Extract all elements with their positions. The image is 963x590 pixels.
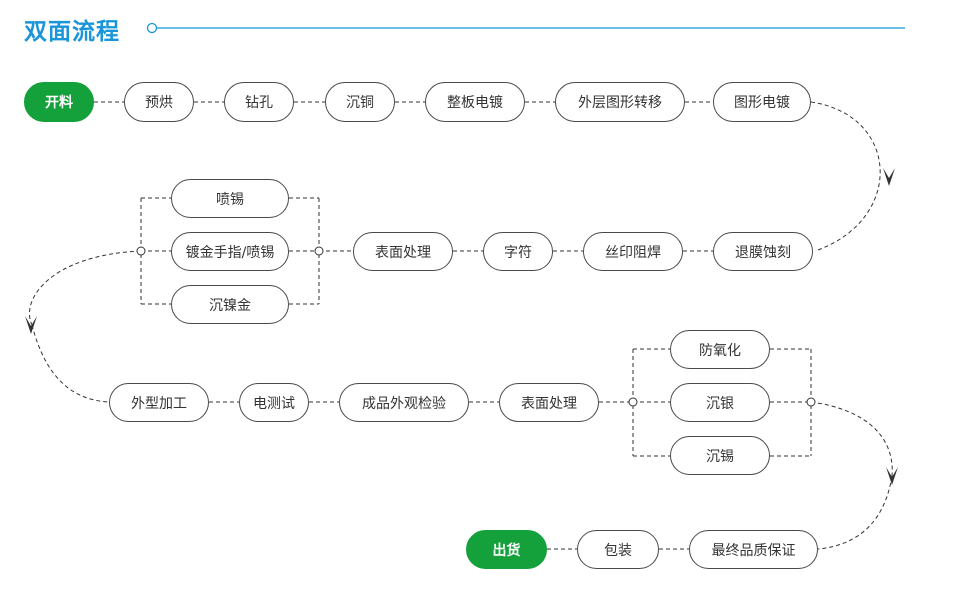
step-start-cutting: 开料 [24,82,94,122]
step-packaging: 包装 [577,530,659,569]
branch-immersion-tin: 沉锡 [670,436,770,475]
step-surface-treatment: 表面处理 [353,232,453,271]
step-copper-deposit: 沉铜 [325,82,395,122]
junction-dot [314,246,324,256]
step-electrical-test: 电测试 [239,383,309,422]
step-outer-layer-transfer: 外层图形转移 [555,82,685,122]
branch-gold-finger-hasl: 镀金手指/喷锡 [171,232,289,271]
step-prebake: 预烘 [124,82,194,122]
step-surface-treatment-2: 表面处理 [499,383,599,422]
branch-osp: 防氧化 [670,330,770,369]
step-drilling: 钻孔 [224,82,294,122]
step-panel-plating: 整板电镀 [425,82,525,122]
step-ship: 出货 [466,530,547,569]
step-pattern-plating: 图形电镀 [713,82,811,122]
branch-hasl: 喷锡 [171,179,289,218]
branch-immersion-silver: 沉银 [670,383,770,422]
junction-dot [136,246,146,256]
title-line-dot [146,22,158,34]
step-final-visual-inspection: 成品外观检验 [339,383,469,422]
arrow-down-icon [886,467,898,485]
step-profiling: 外型加工 [109,383,209,422]
junction-dot [806,397,816,407]
page-title: 双面流程 [24,19,120,45]
branch-enig: 沉镍金 [171,285,289,324]
step-final-qa: 最终品质保证 [689,530,818,569]
junction-dot [628,397,638,407]
arrow-down-icon [883,168,895,186]
arrow-down-icon [25,316,37,334]
step-legend-print: 字符 [483,232,553,271]
step-solder-mask: 丝印阻焊 [583,232,683,271]
step-strip-etch: 退膜蚀刻 [713,232,813,271]
